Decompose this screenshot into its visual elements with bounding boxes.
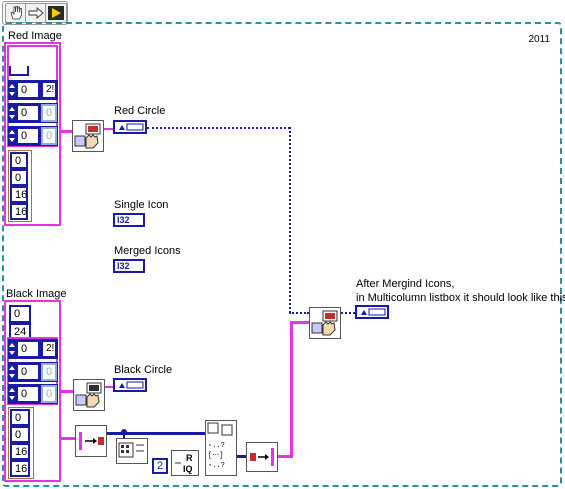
merge-icons-vi-icon[interactable] [309,307,341,339]
black-top-value-2[interactable]: 24 [9,323,31,341]
array-wire [107,432,205,435]
red-row-3-b[interactable]: 0 [41,127,57,145]
red-rect-bottom[interactable]: 16 [10,203,28,220]
black-row-2-a[interactable]: 0 [16,363,40,381]
red-image-label: Red Image [8,30,62,42]
red-image-cluster[interactable] [4,42,61,226]
black-image-cluster[interactable] [4,300,61,482]
spinner-icon[interactable] [8,363,16,381]
black-wire-1 [61,390,73,393]
spinner-icon[interactable] [8,385,16,403]
spinner-icon[interactable] [8,340,16,358]
array-to-image-vi-icon[interactable] [246,442,278,472]
red-circle-dotted-wire-v [289,127,291,313]
black-row-1-b[interactable]: 2! [41,340,57,358]
merged-icons-indicator[interactable]: I32 [113,259,145,273]
merged-icons-label: Merged Icons [114,245,181,257]
after-merge-label-1: After Mergind Icons, [356,278,455,290]
black-image-label: Black Image [6,288,67,300]
red-rect-left[interactable]: 0 [10,152,28,169]
black-wire-2 [61,437,75,440]
svg-text:[⋯]: [⋯] [208,452,223,460]
black-row-2-b[interactable]: 0 [41,363,57,381]
run-icon[interactable] [45,3,67,23]
black-rect-cluster [8,407,34,479]
black-circle-label: Black Circle [114,364,173,376]
quotient-remainder-icon[interactable]: R IQ [171,450,199,476]
image-to-array-vi-icon[interactable] [75,425,107,457]
merged-output-wire [341,312,355,314]
diagram-frame: 2011 [2,22,562,487]
black-rect-left[interactable]: 0 [10,409,30,426]
black-rect-right[interactable]: 16 [10,443,30,460]
after-merge-label-2: in Multicolumn listbox it should look li… [356,292,565,304]
draw-circle-vi-icon[interactable] [72,120,104,152]
red-row-1-a[interactable]: 0 [16,81,40,99]
red-row-2-a[interactable]: 0 [16,104,40,122]
single-icon-label: Single Icon [114,199,169,211]
hand-tool-icon[interactable] [5,3,27,23]
red-wire [61,130,73,133]
red-circle-label: Red Circle [114,105,166,117]
image-wire-h [278,455,292,458]
black-circle-wire [105,386,113,388]
black-top-value-1[interactable]: 0 [9,305,31,323]
red-circle-wire [104,128,113,130]
array-size-icon[interactable] [116,438,148,464]
arrow-tool-icon[interactable] [25,3,47,23]
single-icon-indicator[interactable]: I32 [113,213,145,227]
red-rect-right[interactable]: 16 [10,186,28,203]
black-row-1-a[interactable]: 0 [16,340,40,358]
spinner-icon[interactable] [8,127,16,145]
red-circle-indicator[interactable] [113,120,147,134]
constant-2[interactable]: 2 [152,458,168,474]
svg-text:IQ: IQ [183,464,193,474]
image-wire-v [290,322,293,458]
black-rect-bottom[interactable]: 16 [10,460,30,477]
spinner-icon[interactable] [8,81,16,99]
red-row-2-b[interactable]: 0 [41,104,57,122]
draw-circle-vi-icon[interactable] [73,379,105,411]
svg-text:▫..?: ▫..? [208,462,225,470]
red-top-value[interactable] [9,66,29,76]
red-row-3-a[interactable]: 0 [16,127,40,145]
black-circle-indicator[interactable] [113,378,147,392]
spinner-icon[interactable] [8,104,16,122]
red-row-1-b[interactable]: 2! [41,81,57,99]
red-rect-top[interactable]: 0 [10,169,28,186]
array-subset-icon[interactable]: ▫..? [⋯] ▫..? [205,420,237,476]
red-circle-dotted-wire-h [289,312,309,314]
svg-text:▫..?: ▫..? [208,442,225,450]
image-wire-h2 [290,321,310,324]
black-row-3-a[interactable]: 0 [16,385,40,403]
subset-wire [237,455,247,458]
after-merge-indicator[interactable] [355,305,389,319]
red-rect-cluster [8,150,32,222]
black-rect-top[interactable]: 0 [10,426,30,443]
red-circle-dotted-wire [147,127,290,129]
svg-text:R: R [186,453,193,463]
black-row-3-b[interactable]: 0 [41,385,57,403]
year-label: 2011 [526,34,552,45]
